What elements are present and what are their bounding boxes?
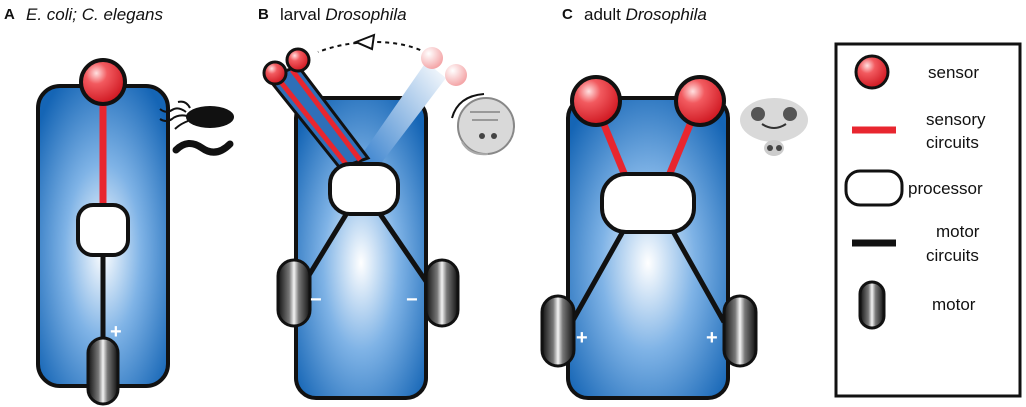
legend-motor-circuits-label-line1: motor (936, 222, 980, 241)
panel-a-title: E. coli; C. elegans (26, 5, 164, 24)
panel-a-letter: A (4, 6, 15, 23)
panel-b-ghost-sensor-right (445, 64, 467, 86)
legend-sensor-label: sensor (928, 63, 979, 82)
panel-c-sensor-left (570, 75, 622, 127)
panel-b-letter: B (258, 6, 269, 23)
panel-b-sign-right: − (406, 289, 418, 311)
panel-c-sign-right: + (706, 327, 718, 349)
bacterium-icon (159, 100, 234, 130)
legend-processor-label: processor (908, 179, 983, 198)
worm-icon (172, 140, 234, 156)
panel-c-sign-left: + (576, 327, 588, 349)
panel-a-sensor (79, 58, 127, 106)
panel-b-sensor-right (285, 47, 311, 73)
panel-b-processor (328, 162, 400, 216)
legend-box (834, 42, 1022, 398)
panel-b-sign-left: − (310, 289, 322, 311)
panel-b-sensory-circuit-left (274, 74, 348, 166)
fly-head-icon (740, 98, 808, 156)
legend-motor-label: motor (932, 295, 976, 314)
panel-c-body (566, 96, 730, 400)
legend-sensor-icon (854, 54, 890, 90)
panel-a-sign: + (110, 321, 122, 343)
panel-b-ghost-sensor-left (421, 47, 443, 69)
panel-c-motor-circuit-left (569, 224, 629, 324)
panel-b-body (294, 96, 428, 400)
panel-b-sensor-arm (265, 64, 371, 170)
panel-c-motor-left (540, 294, 576, 368)
legend-processor-icon (844, 169, 904, 207)
panel-c-motor-circuit-right (667, 224, 727, 324)
panel-c-letter: C (562, 6, 573, 23)
panel-b-sensory-circuit-right (290, 68, 362, 162)
panel-b-ghost-arm (358, 62, 446, 170)
panel-c-processor (600, 172, 696, 234)
panel-b-motor-right (424, 258, 460, 328)
panel-b-arrow-icon (353, 33, 376, 51)
panel-c-title: adult Drosophila (584, 5, 707, 24)
panel-b-motor-circuit-right (373, 206, 435, 292)
panel-b-title: larval Drosophila (280, 5, 407, 24)
legend-sensory-label-line1: sensory (926, 110, 986, 129)
panel-b-sweep-arc (317, 40, 435, 59)
panel-c-sensor-right (674, 75, 726, 127)
legend-sensory-label-line2: circuits (926, 133, 979, 152)
panel-a-motor (86, 336, 120, 406)
panel-c-motor-right (722, 294, 758, 368)
panel-b-sensor-left (262, 60, 288, 86)
panel-a-processor (76, 203, 130, 257)
legend-motor-icon (858, 280, 886, 330)
larva-head-icon (451, 93, 515, 156)
legend-motor-circuits-label-line2: circuits (926, 246, 979, 265)
panel-b-motor-left (276, 258, 312, 328)
